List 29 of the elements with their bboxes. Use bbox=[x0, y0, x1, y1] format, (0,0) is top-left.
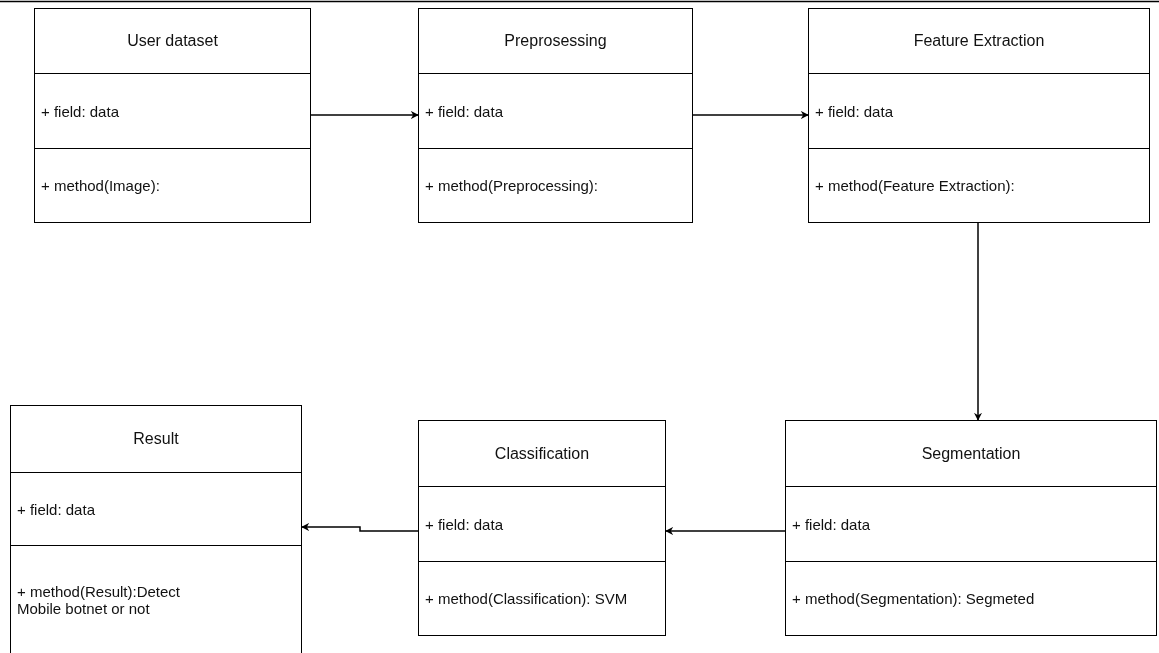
class-name: Segmentation bbox=[920, 443, 1022, 464]
field-text: + field: data bbox=[419, 486, 665, 561]
class-name: Result bbox=[132, 429, 180, 450]
field-text: + field: data bbox=[419, 73, 692, 148]
arrow bbox=[665, 527, 786, 535]
class-box bbox=[418, 420, 666, 636]
class-box bbox=[34, 8, 311, 223]
field-text: + field: data bbox=[786, 486, 1156, 561]
class-name: Preprosessing bbox=[503, 31, 608, 52]
field-text: + field: data bbox=[35, 73, 310, 148]
arrow bbox=[301, 523, 419, 532]
method-text: + method(Preprocessing): bbox=[419, 147, 692, 222]
class-box bbox=[808, 8, 1150, 223]
arrow bbox=[310, 111, 419, 119]
arrow bbox=[692, 111, 809, 119]
class-name: User dataset bbox=[126, 31, 219, 52]
class-name: Feature Extraction bbox=[912, 31, 1046, 52]
arrow bbox=[974, 222, 982, 421]
method-text: + method(Classification): SVM bbox=[419, 560, 665, 635]
method-text: + method(Segmentation): Segmeted bbox=[786, 560, 1156, 635]
method-text: + method(Feature Extraction): bbox=[809, 147, 1149, 222]
class-name: Classification bbox=[493, 443, 591, 464]
class-box bbox=[785, 420, 1157, 636]
field-text: + field: data bbox=[809, 73, 1149, 148]
method-text: + method(Result):Detect Mobile botnet or not bbox=[11, 544, 301, 653]
class-box bbox=[10, 405, 302, 653]
class-box bbox=[418, 8, 693, 223]
field-text: + field: data bbox=[11, 472, 301, 545]
method-text: + method(Image): bbox=[35, 147, 310, 222]
